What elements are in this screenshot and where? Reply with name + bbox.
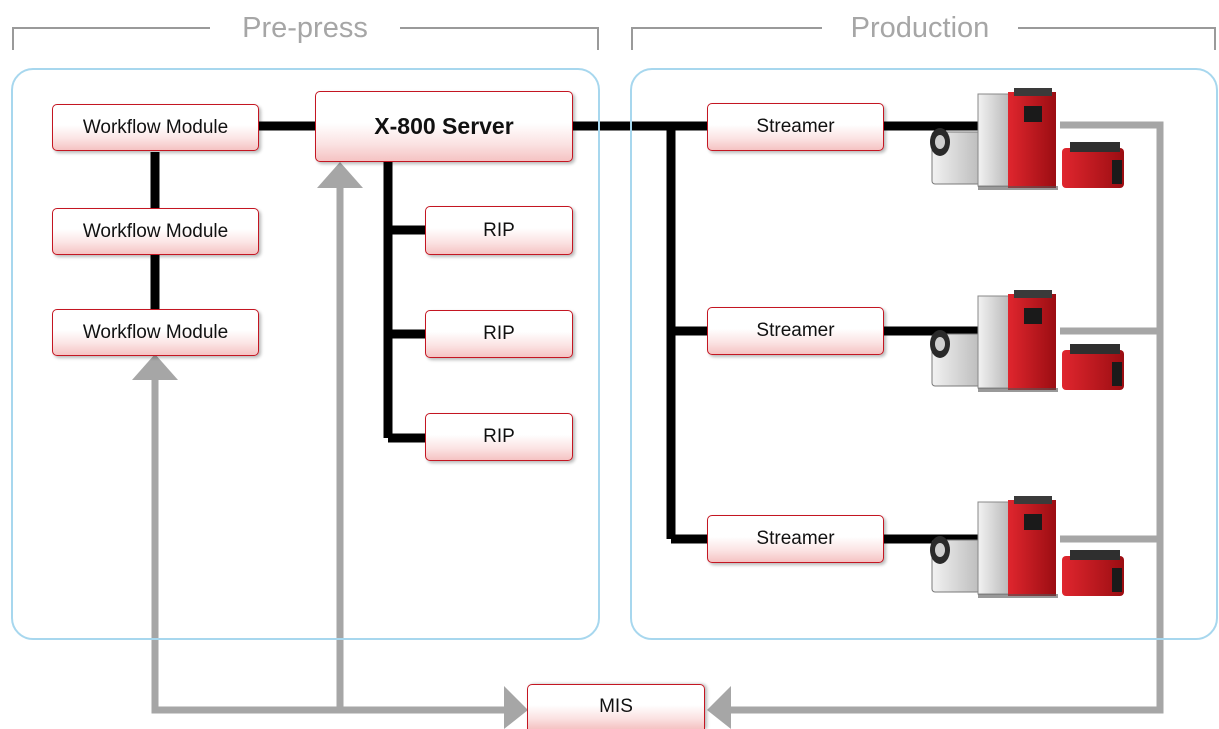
digital-press-icon — [930, 496, 1124, 598]
production-panel — [630, 68, 1218, 640]
prepress-bracket-right — [400, 27, 599, 50]
prepress-bracket-left — [12, 27, 210, 50]
prepress-panel — [11, 68, 600, 640]
rip-1[interactable]: RIP — [425, 206, 573, 255]
x800-server[interactable]: X-800 Server — [315, 91, 573, 162]
arrow-to-workflow-icon — [132, 354, 178, 380]
production-section-title: Production — [850, 12, 990, 44]
arrow-to-mis-left-icon — [504, 686, 528, 729]
digital-press-icon — [930, 88, 1124, 190]
workflow-module-2[interactable]: Workflow Module — [52, 208, 259, 255]
workflow-module-3[interactable]: Workflow Module — [52, 309, 259, 356]
mis-link-production — [728, 121, 1164, 714]
arrow-to-server-icon — [317, 162, 363, 188]
prepress-section-title: Pre-press — [242, 12, 368, 44]
rip-3[interactable]: RIP — [425, 413, 573, 461]
digital-press-icon — [930, 290, 1124, 392]
rip-2[interactable]: RIP — [425, 310, 573, 358]
arrow-to-mis-right-icon — [707, 686, 731, 729]
streamer-2[interactable]: Streamer — [707, 307, 884, 355]
streamer-1[interactable]: Streamer — [707, 103, 884, 151]
mis-link-workflow — [151, 372, 508, 714]
workflow-module-1[interactable]: Workflow Module — [52, 104, 259, 151]
production-bracket-left — [631, 27, 822, 50]
production-bracket-right — [1018, 27, 1216, 50]
mis-box[interactable]: MIS — [527, 684, 705, 729]
streamer-3[interactable]: Streamer — [707, 515, 884, 563]
